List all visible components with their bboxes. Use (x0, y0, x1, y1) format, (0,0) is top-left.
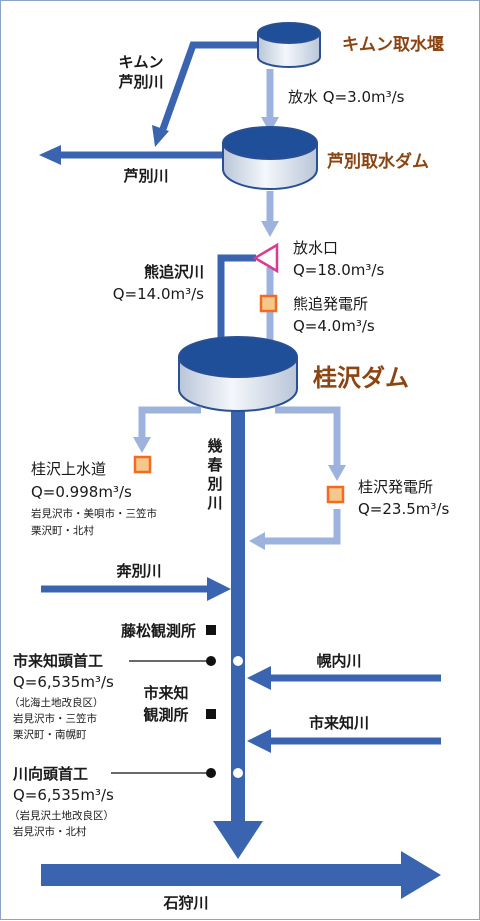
kawamuki-headwork-q: Q=6,535m³/s (13, 786, 114, 804)
power-intake-arrowhead (328, 465, 346, 481)
katsurazawa-dam-name: 桂沢ダム (313, 364, 409, 392)
ashibetsu-dam-name: 芦別取水ダム (327, 151, 429, 172)
katsura-power-q: Q=23.5m³/s (358, 500, 449, 518)
water-supply-q: Q=0.998m³/s (31, 483, 132, 501)
ichikishiri-river-label: 市来知川 (309, 714, 369, 732)
ichikishiri-headwork-area-2: 栗沢町・南幌町 (13, 728, 87, 741)
tributaries (41, 577, 441, 899)
katsurazawa-dam (178, 336, 298, 412)
ashibetsu-river-label: 芦別川 (123, 167, 168, 185)
upper-flows (261, 69, 279, 363)
ichikishiri-gauge-name-2: 観測所 (143, 706, 188, 724)
ikushunbetsu-char-3: 別 (206, 475, 222, 493)
ikushunbetsu-char-4: 川 (206, 494, 222, 512)
katsura-power-station-icon (326, 485, 345, 504)
kawamuki-headwork-intake (233, 768, 243, 778)
horonai-arrowhead (247, 666, 271, 690)
labels: キムン取水堰 芦別取水ダム 桂沢ダム 放水 Q=3.0m³/s キムン 芦別川 … (9, 34, 449, 912)
fujimatsu-gauge-icon (206, 625, 216, 635)
water-supply-flow (138, 406, 201, 439)
kawamuki-headwork-name: 川向頭首工 (12, 765, 88, 783)
water-supply-icon (133, 455, 152, 474)
katsura-power-name: 桂沢発電所 (358, 478, 433, 496)
kimun-ashibetsu-arrowhead (152, 125, 169, 147)
kumaoi-power-station-icon (259, 294, 278, 313)
ichikishiri-gauge-name-1: 市来知 (143, 684, 188, 702)
kimun-release-arrowhead (261, 117, 279, 133)
water-supply-arrowhead (133, 437, 151, 453)
water-supply-area-1: 岩見沢市・美唄市・三笠市 (31, 507, 157, 520)
ichikishiri-headwork-district: （北海土地改良区） (9, 696, 104, 709)
ikushunbetsu-label: 幾 春 別 川 (206, 437, 222, 512)
ichikishiri-headwork-area-1: 岩見沢市・三笠市 (13, 712, 97, 725)
kumaoi-river-name: 熊追沢川 (144, 263, 204, 281)
ashibetsu-to-outlet-arrowhead (261, 221, 279, 237)
ichikishiri-headwork-intake (233, 656, 243, 666)
ashibetsu-dam (222, 126, 318, 190)
main-river (213, 396, 263, 859)
ikushunbetsu-arrowhead (213, 821, 263, 859)
power-intake-flow (275, 406, 341, 467)
kumaoi-power-q: Q=4.0m³/s (293, 317, 375, 335)
ikushunbetsu-char-2: 春 (207, 456, 222, 474)
ichikishiri-headwork-name: 市来知頭首工 (13, 652, 103, 670)
ichikishiri-arrowhead (247, 729, 271, 753)
kimun-ashibetsu-label-2: 芦別川 (118, 73, 163, 91)
kimun-weir (257, 22, 321, 68)
kawamuki-headwork-dot (206, 768, 216, 778)
ichikishiri-headwork-q: Q=6,535m³/s (13, 673, 114, 691)
ichikishiri-gauge-icon (206, 709, 216, 719)
ashibetsu-river-arrowhead (39, 145, 61, 165)
kimun-ashibetsu-label-1: キムン (118, 53, 163, 71)
kumaoi-river (217, 254, 256, 347)
ponbetsu-arrowhead (207, 577, 231, 601)
ashibetsu-dam-water (222, 126, 318, 160)
outlet-q: Q=18.0m³/s (293, 261, 384, 279)
kawamuki-headwork-district: （岩見沢土地改良区） (9, 809, 114, 822)
water-supply-area-2: 栗沢町・北村 (31, 524, 94, 537)
power-return-flow (263, 509, 341, 545)
markers (111, 242, 345, 778)
kimun-weir-water (257, 22, 321, 44)
kawamuki-headwork-area-1: 岩見沢市・北村 (13, 825, 87, 838)
kumaoi-river-q: Q=14.0m³/s (113, 285, 204, 303)
katsurazawa-dam-water (178, 336, 298, 378)
ikushunbetsu-char-1: 幾 (207, 437, 222, 455)
water-supply-name: 桂沢上水道 (31, 460, 106, 478)
ichikishiri-headwork-dot (206, 656, 216, 666)
upper-rivers (39, 41, 259, 363)
outlet-name: 放水口 (293, 239, 338, 257)
kimun-weir-name: キムン取水堰 (342, 34, 444, 55)
kumaoi-power-name: 熊追発電所 (293, 295, 368, 313)
ishikari-river (41, 851, 441, 899)
ponbetsu-label: 奔別川 (115, 562, 161, 580)
ishikari-label: 石狩川 (162, 894, 208, 912)
kimun-release-label: 放水 Q=3.0m³/s (288, 88, 405, 106)
ikushunbetsu-river (231, 396, 245, 826)
outlet-icon (252, 242, 279, 274)
horonai-label: 幌内川 (316, 652, 361, 670)
kimun-ashibetsu-river (159, 41, 259, 131)
lower-flows (133, 406, 346, 550)
fujimatsu-gauge-name: 藤松観測所 (121, 622, 196, 640)
power-return-arrowhead (249, 532, 265, 550)
